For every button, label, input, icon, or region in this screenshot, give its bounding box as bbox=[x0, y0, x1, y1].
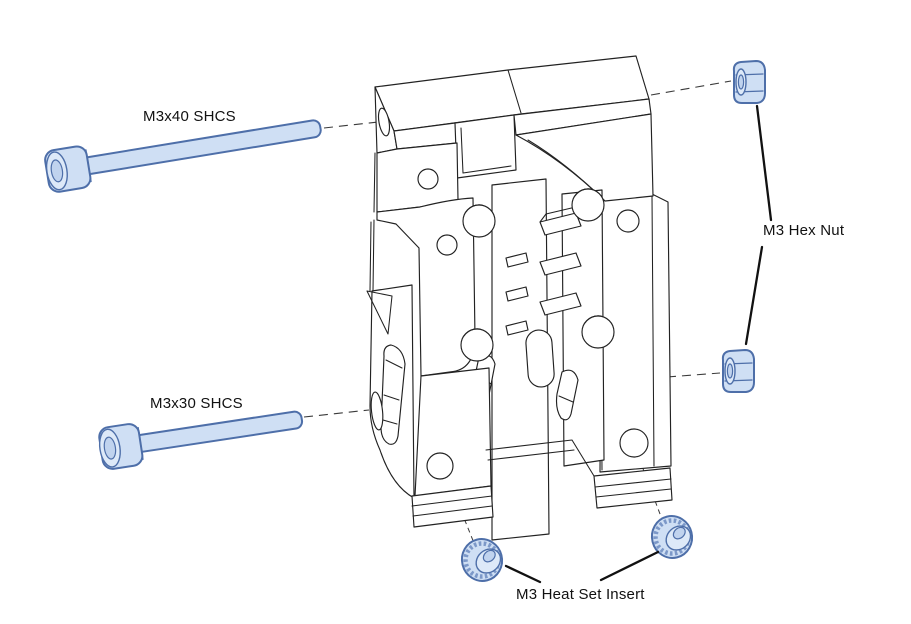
hex-nut-bottom bbox=[721, 349, 755, 393]
hex-nut-top bbox=[732, 60, 766, 104]
m3x30-screw bbox=[98, 410, 304, 470]
leader-lines bbox=[504, 104, 773, 584]
label-m3x30-shcs: M3x30 SHCS bbox=[150, 395, 243, 412]
construction-lines bbox=[303, 80, 732, 544]
label-m3x40-shcs: M3x40 SHCS bbox=[143, 108, 236, 125]
main-body bbox=[366, 55, 673, 541]
label-m3-hex-nut: M3 Hex Nut bbox=[763, 222, 845, 239]
m3x40-screw bbox=[44, 119, 322, 193]
label-m3-heat-set-insert: M3 Heat Set Insert bbox=[516, 586, 645, 603]
heat-set-insert-left bbox=[458, 534, 509, 585]
